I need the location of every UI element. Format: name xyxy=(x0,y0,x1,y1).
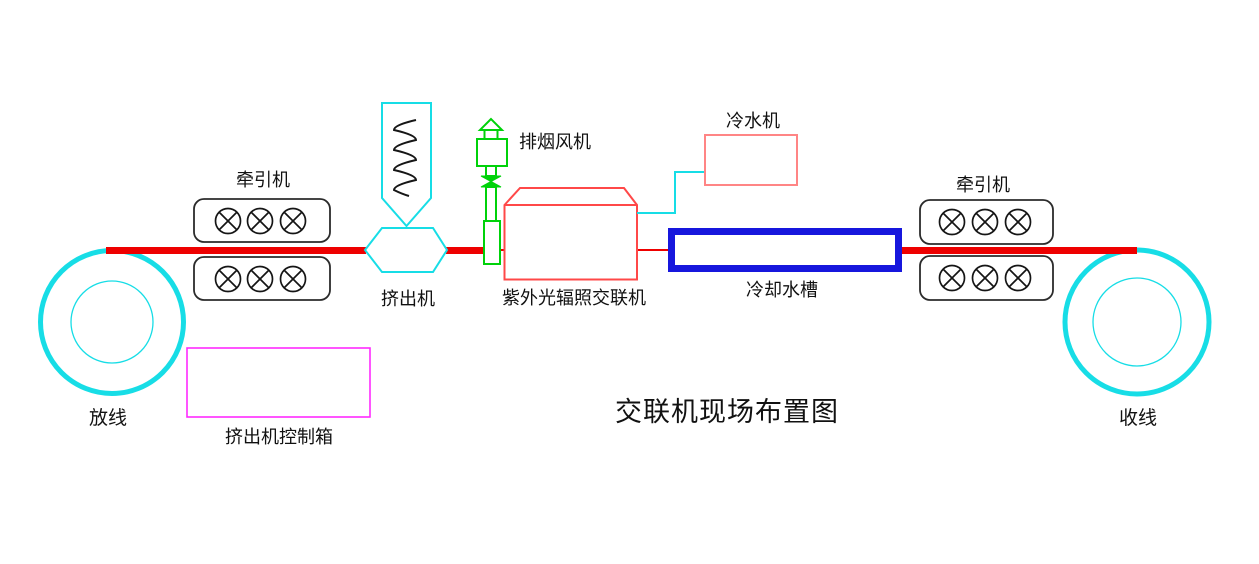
traction-right-label: 牵引机 xyxy=(956,175,1010,195)
uv-crosslinker-label: 紫外光辐照交联机 xyxy=(502,288,646,308)
screw-spiral-icon xyxy=(392,119,418,197)
roller-cross-icon xyxy=(1004,208,1032,236)
fan-motor-box xyxy=(476,138,508,167)
chiller-label: 冷水机 xyxy=(726,111,780,131)
uv-crosslinker xyxy=(503,187,638,281)
extruder-label: 挤出机 xyxy=(381,289,435,309)
fan-neck-upper xyxy=(485,165,497,177)
extruder-body-hexagon xyxy=(363,227,449,273)
fan-cap xyxy=(483,129,499,140)
traction-machine-left xyxy=(193,198,331,301)
exhaust-fan xyxy=(476,117,508,265)
payoff-reel xyxy=(38,248,186,396)
takeup-reel-outer-circle xyxy=(1062,247,1212,397)
fan-duct-column xyxy=(483,220,501,265)
roller-cross-icon xyxy=(246,207,274,235)
extruder-control-box-label: 挤出机控制箱 xyxy=(225,427,333,447)
fan-neck-lower xyxy=(485,186,497,222)
uv-machine-body xyxy=(503,187,638,281)
takeup-reel-inner-circle xyxy=(1092,277,1182,367)
roller-cross-icon xyxy=(246,265,274,293)
payoff-reel-inner-circle xyxy=(70,280,154,364)
chiller-pipe xyxy=(637,171,705,214)
roller-cross-icon xyxy=(279,265,307,293)
extruder xyxy=(363,102,449,273)
cooling-tank xyxy=(668,228,902,272)
roller-cross-icon xyxy=(971,264,999,292)
payoff-label: 放线 xyxy=(89,407,127,429)
exhaust-fan-label: 排烟风机 xyxy=(519,132,591,152)
fan-roof xyxy=(477,117,505,131)
roller-cross-icon xyxy=(214,265,242,293)
traction-machine-right xyxy=(919,199,1054,301)
roller-cross-icon xyxy=(279,207,307,235)
roller-cross-icon xyxy=(938,264,966,292)
fan-valve-icon xyxy=(480,175,502,188)
takeup-reel xyxy=(1062,247,1212,397)
roller-cross-icon xyxy=(938,208,966,236)
diagram-title: 交联机现场布置图 xyxy=(615,397,839,427)
roller-cross-icon xyxy=(1004,264,1032,292)
roller-cross-icon xyxy=(971,208,999,236)
extruder-hopper xyxy=(381,102,432,228)
extruder-control-box xyxy=(186,347,371,418)
payoff-reel-outer-circle xyxy=(38,248,186,396)
roller-cross-icon xyxy=(214,207,242,235)
cooling-tank-label: 冷却水槽 xyxy=(746,280,818,300)
takeup-label: 收线 xyxy=(1119,407,1157,429)
traction-left-label: 牵引机 xyxy=(236,170,290,190)
chiller-box xyxy=(704,134,798,186)
